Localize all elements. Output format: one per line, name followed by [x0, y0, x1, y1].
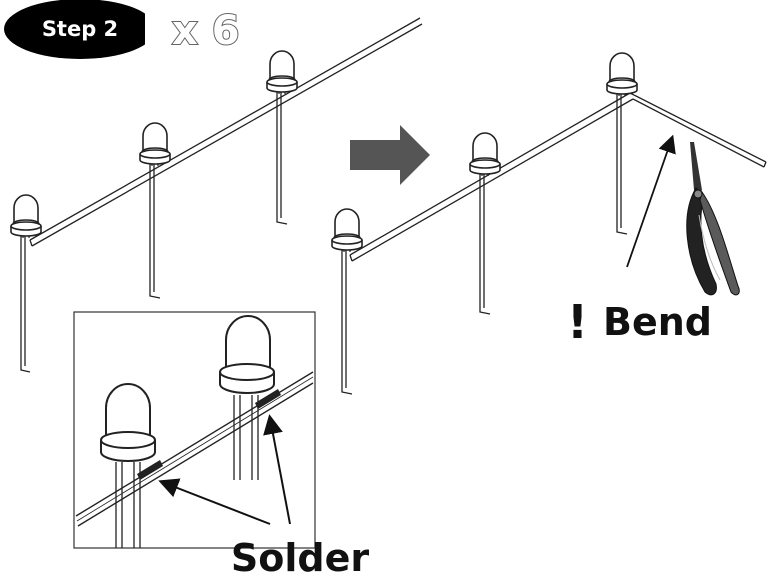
led-icon [100, 383, 156, 462]
bend-caption: ! Bend [567, 295, 712, 349]
bend-warning-icon: ! [567, 295, 588, 349]
led-icon [139, 122, 171, 167]
led-icon [266, 50, 298, 95]
solder-joint [255, 389, 281, 409]
led-icon [331, 208, 363, 253]
step-multiplier: x 6 [172, 8, 240, 54]
badge-notch [145, 10, 160, 48]
solder-inset [73, 311, 316, 549]
step-label: Step 2 [42, 17, 118, 41]
solder-label: Solder [231, 536, 369, 577]
led-icon [606, 52, 638, 97]
left-assembly [10, 17, 423, 373]
bend-pointer-arrow [626, 134, 676, 268]
led-icon [219, 315, 275, 394]
led-icon [10, 194, 42, 239]
right-assembly [331, 52, 767, 395]
solder-pointer-arrow [263, 414, 291, 525]
pliers-icon [686, 142, 740, 296]
step-badge: Step 2 [4, 0, 156, 59]
bend-label: Bend [603, 300, 712, 344]
led-icon [469, 132, 501, 177]
solder-joint [137, 460, 163, 480]
solder-pointer-arrow [158, 478, 271, 525]
right-arrow-icon [350, 125, 430, 185]
